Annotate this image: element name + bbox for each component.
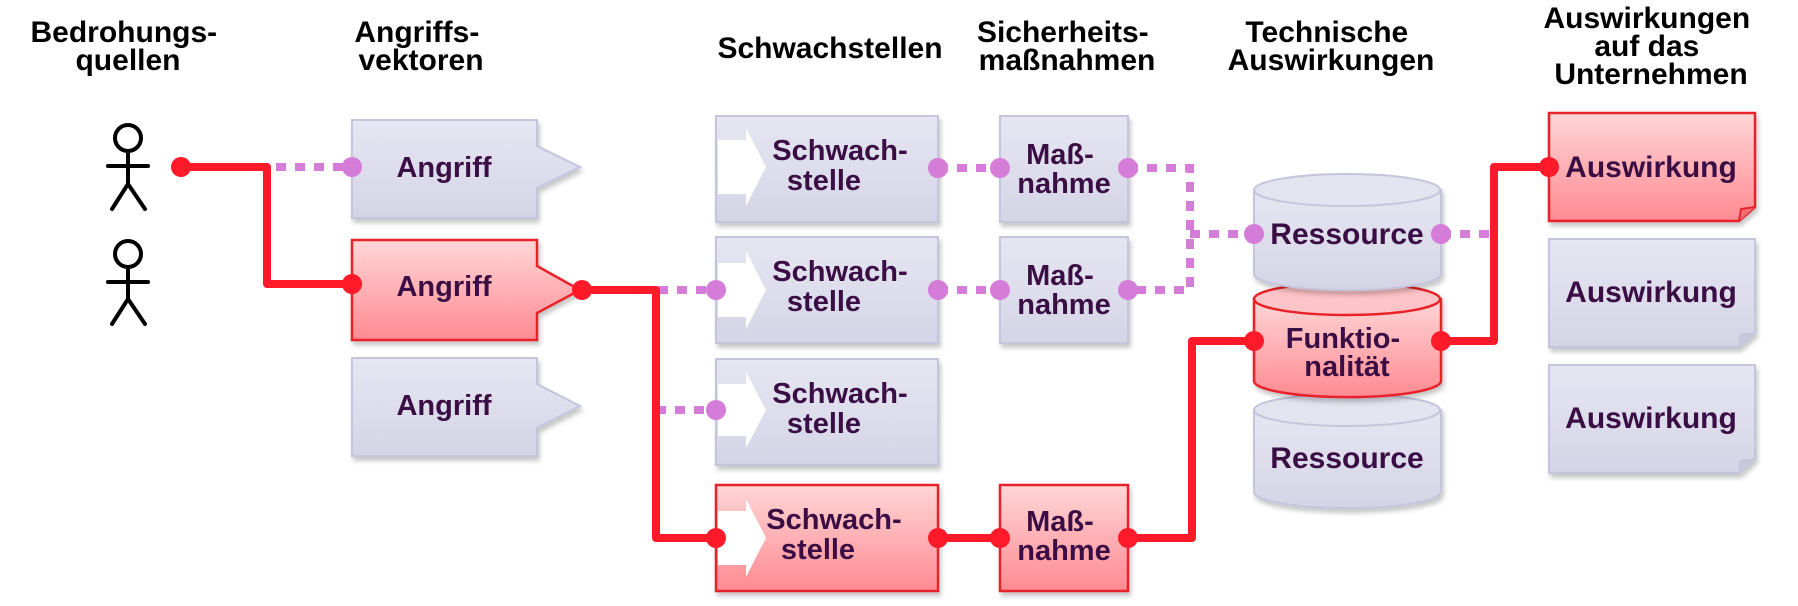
safeguard-box-highlighted[interactable]: Maß- nahme	[998, 483, 1130, 593]
connector-dot	[572, 280, 592, 300]
resource-label: Ressource	[1270, 218, 1423, 251]
attack-label: Angriff	[396, 390, 491, 422]
purple-dots	[342, 157, 1451, 420]
business-impact-highlighted[interactable]: Auswirkung	[1547, 111, 1757, 223]
business-impact[interactable]: Auswirkung	[1548, 364, 1756, 474]
safeguard-box[interactable]: Maß- nahme	[999, 115, 1129, 223]
connector-dot	[1244, 331, 1264, 351]
business-impact-label: Auswirkung	[1565, 402, 1737, 435]
connector-dot	[928, 528, 948, 548]
arrow-icon	[718, 251, 766, 329]
connector-dot	[990, 528, 1010, 548]
weakness-box[interactable]: Schwach- stelle	[715, 358, 939, 466]
connector-dot	[928, 280, 948, 300]
attack-path	[181, 163, 1549, 542]
safeguard-label: Maß- nahme	[1017, 139, 1110, 200]
header-technical-impacts: Technische Auswirkungen	[1228, 16, 1435, 77]
attack-path-segment	[1128, 337, 1254, 542]
resource-label: Ressource	[1270, 442, 1423, 475]
weakness-label: Schwach- stelle	[772, 256, 915, 318]
connector-dot	[342, 157, 362, 177]
connector-dot	[706, 400, 726, 420]
connector-dot	[1244, 224, 1264, 244]
red-dots	[171, 157, 1559, 548]
arrow-icon	[718, 372, 766, 448]
arrow-icon	[718, 128, 766, 206]
connector-dot	[1118, 528, 1138, 548]
connector-dot	[928, 158, 948, 178]
weakness-label: Schwach- stelle	[766, 504, 909, 566]
connector-dot	[990, 280, 1010, 300]
technical-impact-column: Ressource Funktio- nalität Ressource	[1252, 173, 1443, 510]
business-impact[interactable]: Auswirkung	[1548, 238, 1756, 348]
functionality-label: Funktio- nalität	[1286, 323, 1408, 383]
business-impact-label: Auswirkung	[1565, 151, 1737, 184]
weakness-box[interactable]: Schwach- stelle	[715, 115, 939, 223]
connector-dot	[706, 280, 726, 300]
weakness-box-highlighted[interactable]: Schwach- stelle	[714, 483, 940, 593]
safeguard-label: Maß- nahme	[1017, 506, 1110, 567]
header-weaknesses: Schwachstellen	[717, 32, 942, 65]
attack-path-segment	[181, 163, 352, 288]
attack-arrow[interactable]: Angriff	[351, 119, 583, 219]
connector-dot	[171, 157, 191, 177]
resource-cylinder[interactable]: Ressource	[1253, 173, 1442, 292]
weakness-label: Schwach- stelle	[772, 378, 915, 440]
attack-label: Angriff	[396, 271, 491, 303]
resource-cylinder[interactable]: Ressource	[1253, 393, 1442, 510]
safeguard-column: Maß- nahme Maß- nahme Maß- nahme	[998, 115, 1130, 593]
weakness-column: Schwach- stelle Schwach- stelle Schwach-…	[714, 115, 940, 593]
attack-path-segment	[582, 286, 716, 542]
header-threat-sources: Bedrohungs- quellen	[31, 16, 226, 77]
header-business-impacts: Auswirkungen auf das Unternehmen	[1543, 2, 1758, 91]
header-safeguards: Sicherheits- maßnahmen	[977, 16, 1157, 77]
business-impact-column: Auswirkung Auswirkung Auswirkung	[1547, 111, 1757, 474]
connector-dot	[1118, 158, 1138, 178]
functionality-cylinder-highlighted[interactable]: Funktio- nalität	[1252, 281, 1443, 399]
connector-dot	[1431, 224, 1451, 244]
safeguard-label: Maß- nahme	[1017, 260, 1110, 321]
business-impact-label: Auswirkung	[1565, 276, 1737, 309]
attack-label: Angriff	[396, 152, 491, 184]
connector-dot	[706, 528, 726, 548]
connector-dot	[1539, 157, 1559, 177]
arrow-icon	[718, 499, 766, 577]
weakness-label: Schwach- stelle	[772, 135, 915, 197]
attack-arrow[interactable]: Angriff	[351, 357, 583, 457]
weakness-box[interactable]: Schwach- stelle	[715, 236, 939, 344]
threat-actor-icon	[106, 123, 150, 211]
column-headers: Bedrohungs- quellen Angriffs- vektoren S…	[31, 2, 1758, 91]
safeguard-box[interactable]: Maß- nahme	[999, 236, 1129, 344]
attack-arrow-highlighted[interactable]: Angriff	[350, 238, 583, 342]
connector-dot	[990, 158, 1010, 178]
threat-actor-icon	[106, 239, 150, 326]
attack-vector-column: Angriff Angriff Angriff	[350, 119, 583, 457]
dotted-connector	[1128, 164, 1194, 294]
connector-dot	[1118, 280, 1138, 300]
attack-path-segment	[1441, 163, 1549, 345]
connector-dot	[1431, 331, 1451, 351]
connector-dot	[342, 274, 362, 294]
header-attack-vectors: Angriffs- vektoren	[354, 16, 487, 77]
